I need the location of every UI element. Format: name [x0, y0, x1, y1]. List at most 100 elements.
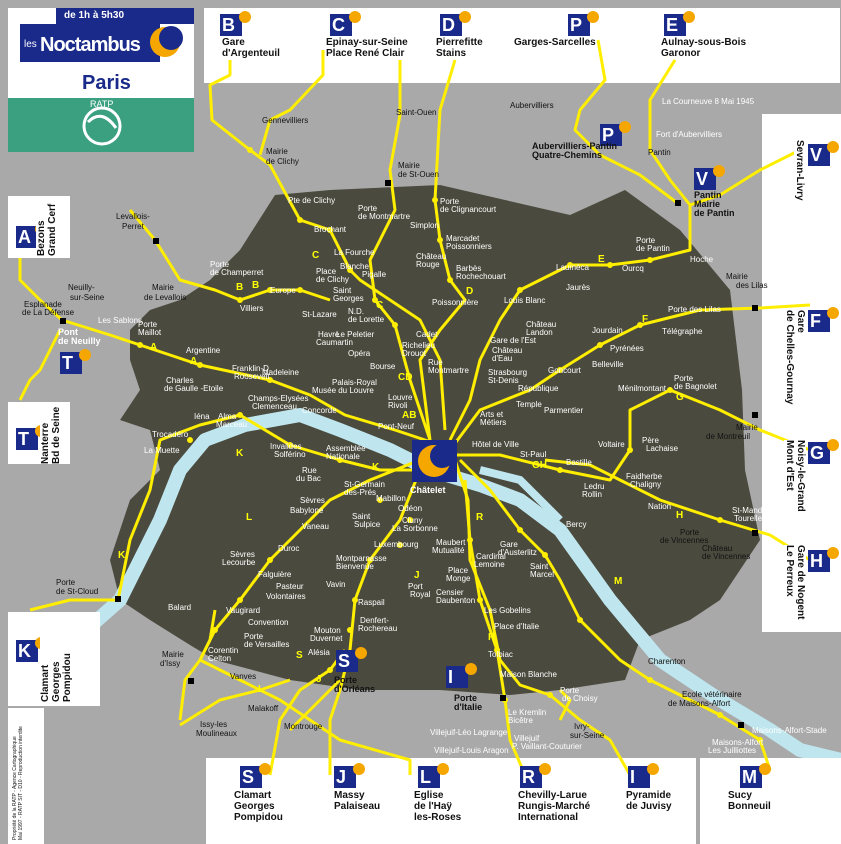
- stop-label: Alésia: [308, 648, 330, 657]
- stop-label: Bienvenüe: [336, 562, 374, 571]
- line-letter: K: [236, 448, 244, 459]
- stop-label: Duroc: [278, 544, 300, 553]
- stop-label: Concorde: [302, 406, 337, 415]
- badge-hub-S[interactable]: S: [336, 647, 367, 672]
- stop-label: Château: [492, 346, 523, 355]
- stop-label: Porte: [210, 260, 230, 269]
- line-G: [455, 388, 811, 482]
- stop-label: Babylone: [290, 506, 324, 515]
- stop-label: Montmartre: [428, 366, 469, 375]
- badge-line-I[interactable]: I: [628, 763, 659, 788]
- stop-label: Convention: [248, 618, 289, 627]
- stop-label: Charles: [166, 376, 194, 385]
- badge-line-F[interactable]: F: [808, 307, 839, 332]
- badge-line-E[interactable]: E: [664, 11, 695, 36]
- line-letter: A: [190, 356, 198, 367]
- stop-label: Corentin: [208, 646, 239, 655]
- stop-label: des Lilas: [736, 281, 768, 290]
- stop-label: Sulpice: [354, 520, 381, 529]
- badge-hub-P[interactable]: P: [600, 121, 631, 146]
- badge-line-K[interactable]: K: [16, 637, 47, 662]
- operator-name: RATP: [90, 99, 114, 109]
- stop-label: Vaneau: [302, 522, 329, 531]
- badge-line-G[interactable]: G: [808, 439, 839, 464]
- stop-label: Pantin: [648, 148, 671, 157]
- stop-label: Vanves: [230, 672, 257, 681]
- stop-label: Ecole vétérinaire: [682, 690, 742, 699]
- stop-label: Daubenton: [436, 596, 476, 605]
- stop-label: Luxembourg: [374, 540, 419, 549]
- line-letter: R: [476, 512, 484, 523]
- line-M: [458, 458, 772, 771]
- badge-line-A[interactable]: A: [16, 223, 47, 248]
- line-P: [573, 39, 681, 207]
- stop-label: Mairie: [736, 423, 758, 432]
- stop-label: P. Vaillant-Couturier: [512, 742, 582, 751]
- line-letter: H: [676, 510, 684, 521]
- badge-line-H[interactable]: H: [808, 547, 839, 572]
- stop-label: Richelieu: [402, 341, 435, 350]
- stop-label: Iéna: [194, 412, 210, 421]
- line-letter: R: [488, 632, 496, 643]
- stop-label: de Vincennes: [702, 552, 751, 561]
- stop-label: Nation: [648, 502, 672, 511]
- stop-label: Maisons-Alfort: [712, 738, 764, 747]
- stop-label: de Versailles: [244, 640, 290, 649]
- badge-line-T[interactable]: T: [16, 425, 47, 450]
- stop-label: Pyrénées: [610, 344, 644, 353]
- stop-label: Bercy: [566, 520, 587, 529]
- badge-line-C[interactable]: C: [330, 11, 361, 36]
- stop-label: Landon: [526, 328, 553, 337]
- badge-line-B[interactable]: B: [220, 11, 251, 36]
- badge-line-D[interactable]: D: [440, 11, 471, 36]
- badge-line-S[interactable]: S: [240, 763, 271, 788]
- badge-line-V[interactable]: V: [808, 141, 839, 166]
- stop-label: Palais-Royal: [332, 378, 377, 387]
- stop-label: Volontaires: [266, 592, 306, 601]
- badge-line-M[interactable]: M: [740, 763, 771, 788]
- stop-label: Porte: [636, 236, 656, 245]
- stop-label: Marceau: [216, 420, 248, 429]
- terminal-V: Sevran-Livry: [794, 140, 805, 220]
- line-H: [544, 458, 811, 562]
- line-E: [448, 59, 692, 441]
- badge-line-P[interactable]: P: [568, 11, 599, 36]
- line-T: [18, 329, 62, 401]
- stop-label: de Vincennes: [660, 536, 709, 545]
- stop-label: Port: [408, 582, 423, 591]
- stop-label: Porte: [244, 632, 264, 641]
- stop-label: Lemoine: [474, 560, 505, 569]
- badge-hub-V[interactable]: V: [694, 165, 725, 190]
- badge-hub-I[interactable]: I: [446, 663, 477, 688]
- section-markers: [60, 180, 758, 728]
- stop-label: de St-Ouen: [398, 170, 439, 179]
- stop-label: Brochant: [314, 225, 347, 234]
- stop-label: Rochechouart: [456, 272, 506, 281]
- stop-label: Rollin: [582, 490, 603, 499]
- line-letter: S: [296, 650, 303, 661]
- badge-line-R[interactable]: R: [520, 763, 551, 788]
- stop-label: Mairie: [152, 283, 174, 292]
- stop-label: Blanche: [340, 262, 369, 271]
- badge-line-L[interactable]: L: [418, 763, 449, 788]
- line-issy: [178, 609, 217, 721]
- badge-hub-T[interactable]: T: [60, 349, 91, 374]
- stop-label: Pont-Neuf: [378, 422, 415, 431]
- line-letter: J: [414, 570, 420, 581]
- line-letter: B: [252, 280, 260, 291]
- stop-label: Mairie: [726, 272, 748, 281]
- stop-label: Europe: [270, 286, 296, 295]
- badge-line-J[interactable]: J: [334, 763, 365, 788]
- stop-label: d'Issy: [160, 659, 181, 668]
- line-K: [29, 413, 420, 612]
- stop-label: Parmentier: [544, 406, 584, 415]
- stop-label: Sèvres: [300, 496, 325, 505]
- stop-label: Duvernet: [310, 634, 343, 643]
- stop-label: Solférino: [274, 450, 306, 459]
- stop-label: Mairie: [266, 147, 288, 156]
- stop-label: Hoche: [690, 255, 714, 264]
